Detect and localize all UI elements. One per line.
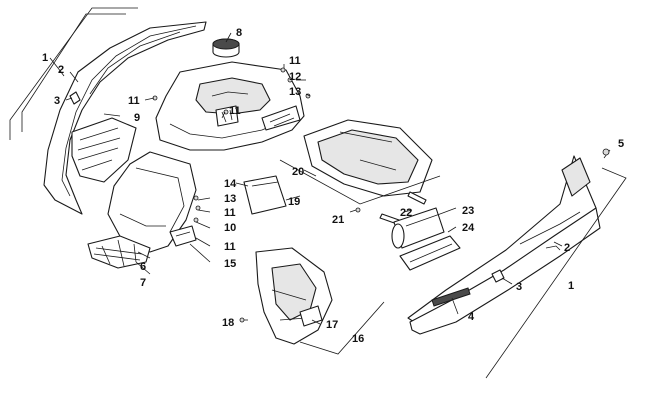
callout-12: 12 — [289, 71, 301, 83]
callout-13-a: 13 — [289, 86, 301, 98]
callout-4: 4 — [468, 311, 475, 323]
callout-24: 24 — [462, 222, 475, 234]
callout-13-b: 13 — [224, 193, 236, 205]
fasteners — [152, 67, 610, 323]
callout-15: 15 — [224, 258, 236, 270]
front-mesh-grille-7 — [87, 235, 151, 269]
callout-3-right: 3 — [516, 281, 522, 293]
callout-5: 5 — [618, 138, 624, 150]
right-side-panel — [407, 155, 601, 335]
callout-2-right: 2 — [564, 242, 570, 254]
callout-19: 19 — [288, 196, 300, 208]
callout-11-a: 11 — [128, 95, 140, 107]
storage-tray — [303, 119, 433, 197]
callout-11-b: 11 — [289, 55, 301, 67]
lower-panel-bracket-lines — [299, 301, 385, 355]
callout-18: 18 — [222, 317, 234, 329]
callout-22: 22 — [400, 207, 412, 219]
callout-9: 9 — [134, 112, 140, 124]
callout-17: 17 — [326, 319, 338, 331]
callout-20: 20 — [292, 166, 304, 178]
callout-1-left: 1 — [42, 52, 48, 64]
left-side-panel — [43, 21, 207, 215]
small-brackets-10-15 — [169, 195, 201, 247]
callout-11-e: 11 — [224, 241, 236, 253]
upper-hood-dash — [155, 61, 305, 151]
callout-21: 21 — [332, 214, 344, 226]
callout-14: 14 — [224, 178, 237, 190]
leader-lines — [103, 32, 563, 325]
callout-11-d: 11 — [224, 207, 236, 219]
callout-8: 8 — [236, 27, 242, 39]
callout-11-c: 11 — [229, 105, 241, 117]
tool-bag-holder-24 — [399, 235, 461, 271]
callout-1-right: 1 — [568, 280, 574, 292]
gauge-cap — [212, 38, 240, 58]
headlight-grille-9 — [71, 117, 137, 183]
callout-10: 10 — [224, 222, 236, 234]
tool-bag-23 — [391, 207, 445, 249]
callout-3-left: 3 — [54, 95, 60, 107]
callout-16: 16 — [352, 333, 364, 345]
lower-front-panel — [255, 247, 333, 345]
windshield-panel-14 — [243, 175, 287, 215]
callout-6: 6 — [140, 261, 146, 273]
callout-7: 7 — [140, 277, 146, 289]
callout-23: 23 — [462, 205, 474, 217]
callout-2-left: 2 — [58, 64, 64, 76]
front-nose-panel — [107, 151, 197, 253]
callout-labels: 1 2 3 8 9 11 11 12 13 11 14 13 11 10 11 … — [42, 27, 624, 345]
storage-bracket-lines — [279, 159, 441, 205]
left-panel-bracket-lines — [9, 7, 138, 140]
